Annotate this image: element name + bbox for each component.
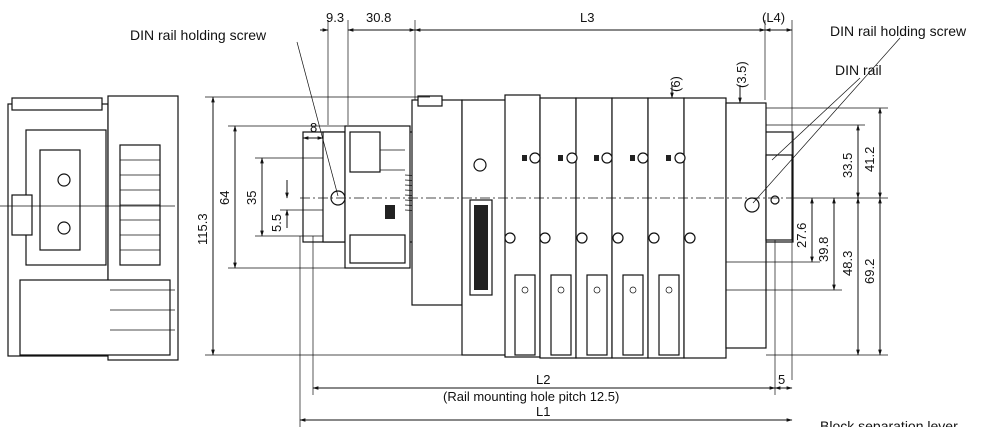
side-view	[0, 95, 179, 361]
dim-pitch: (Rail mounting hole pitch 12.5)	[443, 389, 619, 404]
front-view	[300, 94, 795, 359]
dim-8: 8	[310, 120, 317, 135]
dim-64: 64	[217, 191, 232, 205]
valve-screws	[504, 152, 696, 244]
dim-41-2: 41.2	[862, 147, 877, 172]
dim-L4: (L4)	[762, 10, 785, 25]
dim-5: 5	[778, 372, 785, 387]
dim-9-3: 9.3	[326, 10, 344, 25]
dim-27-6: 27.6	[794, 223, 809, 248]
block-separation-label: Block separation lever	[820, 418, 958, 427]
dim-30-8: 30.8	[366, 10, 391, 25]
dim-33-5: 33.5	[840, 153, 855, 178]
dim-35: 35	[244, 191, 259, 205]
din-screw-right-label: DIN rail holding screw	[830, 23, 967, 39]
dim-115-3: 115.3	[195, 213, 210, 245]
dim-5-5: 5.5	[269, 214, 284, 232]
dim-69-2: 69.2	[862, 259, 877, 284]
din-screw-left-label: DIN rail holding screw	[130, 27, 267, 43]
dimension-texts: DIN rail holding screw DIN rail holding …	[130, 10, 967, 427]
din-rail-label: DIN rail	[835, 62, 882, 78]
dimension-lines	[205, 20, 901, 427]
dim-L2: L2	[536, 372, 550, 387]
fittings	[514, 274, 680, 356]
dim-6: (6)	[668, 76, 683, 92]
dim-48-3: 48.3	[840, 251, 855, 276]
dim-L1: L1	[536, 404, 550, 419]
dim-L3: L3	[580, 10, 594, 25]
dim-3-5: (3.5)	[734, 61, 749, 88]
dim-39-8: 39.8	[816, 237, 831, 262]
